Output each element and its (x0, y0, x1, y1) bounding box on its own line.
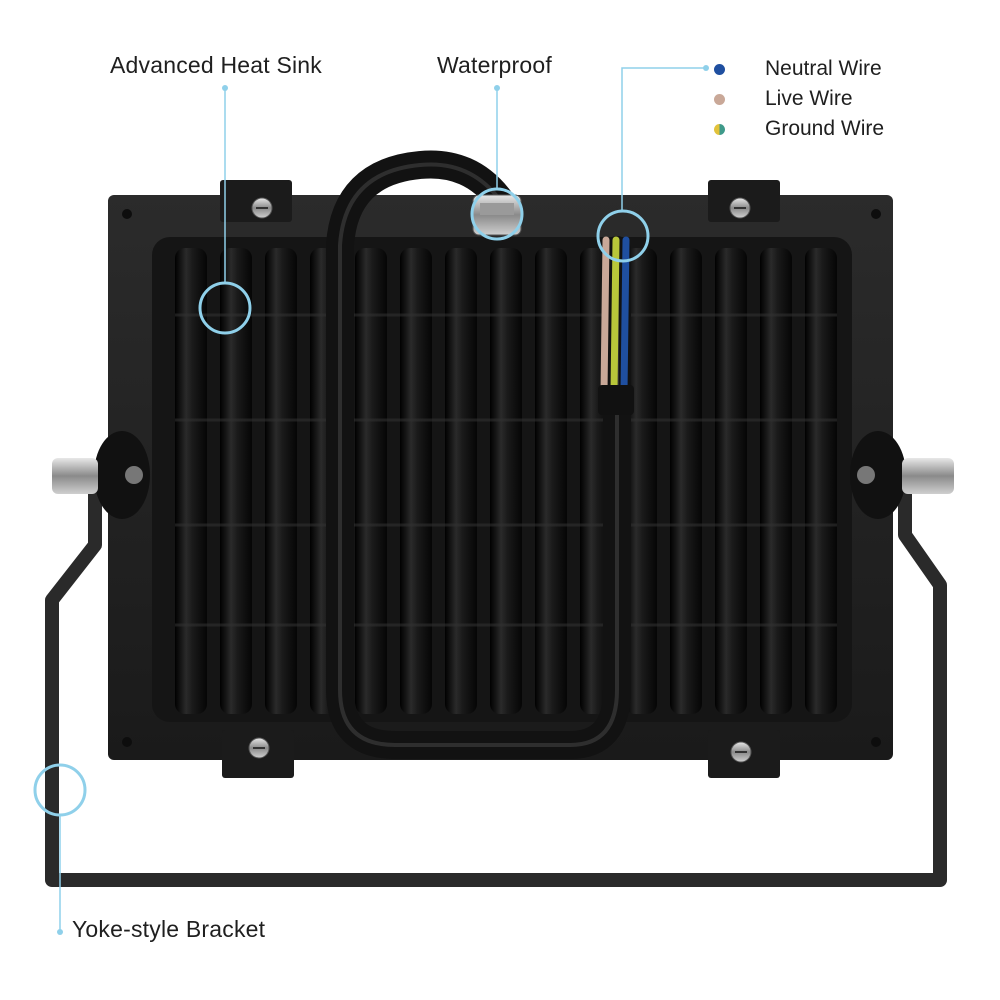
fin-ribs (175, 313, 837, 627)
legend-item-neutral: Neutral Wire (710, 54, 884, 84)
heat-sink-fins (175, 248, 837, 714)
pivot-knob-left (52, 431, 150, 519)
legend-dot (714, 63, 725, 75)
waterproof-label: Waterproof (437, 52, 552, 78)
pivot-knob-right (850, 431, 954, 519)
legend-item-live: Live Wire (710, 84, 884, 114)
wire-leader (621, 67, 706, 211)
legend-label: Ground Wire (765, 117, 885, 140)
wires (598, 236, 634, 415)
mounting-tab-top-right (708, 180, 780, 222)
legend-item-ground: Ground Wire (710, 114, 884, 144)
wire-legend: Neutral Wire Live Wire Ground Wire (710, 54, 884, 144)
mounting-tab-bottom-left (222, 730, 294, 778)
corner-screw (122, 209, 132, 219)
legend-dot (714, 123, 725, 135)
corner-screw (122, 737, 132, 747)
corner-screw (871, 737, 881, 747)
yoke-bracket-label: Yoke-style Bracket (72, 916, 266, 942)
legend-dot (714, 93, 725, 105)
wire-highlight (596, 209, 650, 263)
corner-screw (871, 209, 881, 219)
mounting-tab-bottom-right (708, 730, 780, 778)
mounting-tab-top-left (220, 180, 292, 222)
legend-label: Live Wire (765, 87, 853, 110)
bracket-highlight (33, 763, 87, 817)
legend-label: Neutral Wire (765, 57, 882, 80)
waterproof-gland (472, 194, 522, 236)
yoke-bracket (45, 470, 947, 887)
heat-sink-label: Advanced Heat Sink (110, 52, 323, 78)
